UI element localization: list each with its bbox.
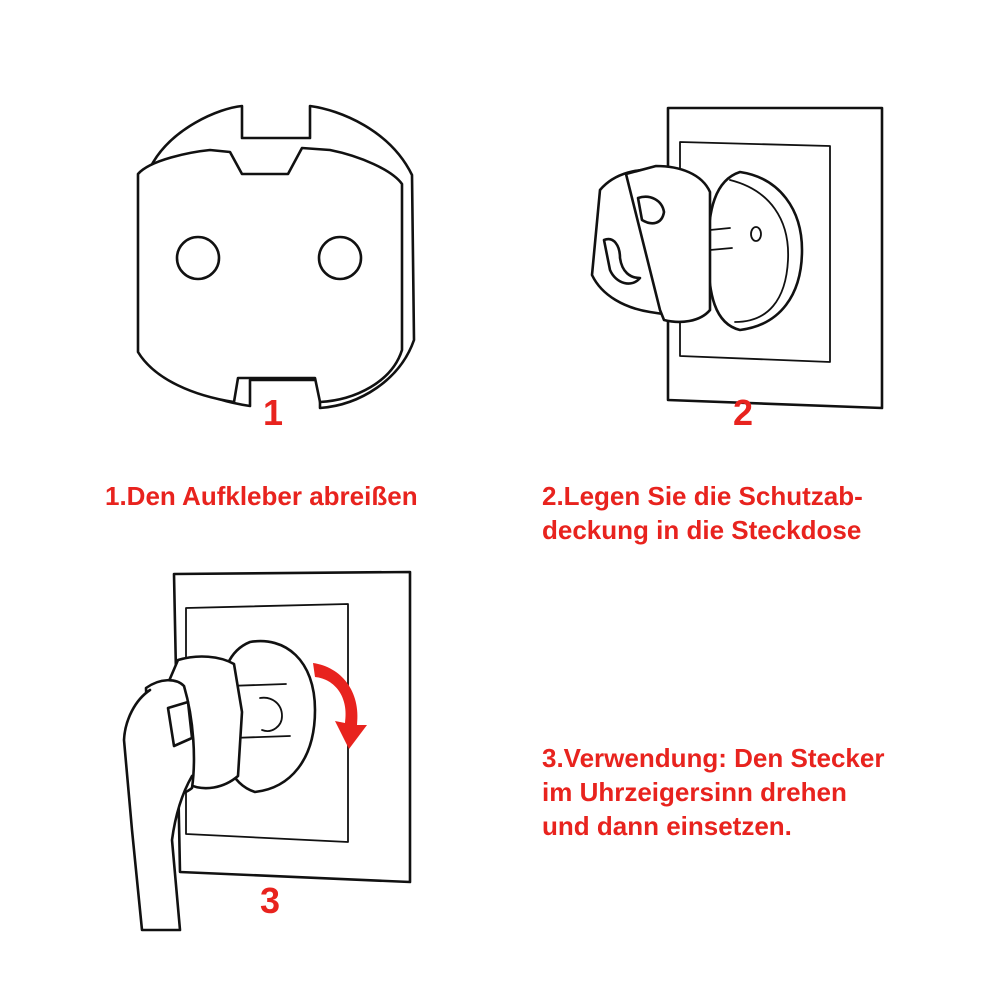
- step-3-caption: 3.Verwendung: Den Stecker im Uhrzeigersi…: [542, 743, 885, 841]
- cover-into-socket-icon: [590, 106, 884, 410]
- step-2-number: 2: [732, 392, 754, 433]
- clockwise-arrow-icon: [313, 663, 367, 749]
- step-1-number: 1: [262, 392, 284, 433]
- socket-cover-icon: [136, 104, 416, 410]
- step-1-caption: 1.Den Aufkleber abreißen: [105, 481, 418, 511]
- step-3-number: 3: [259, 880, 281, 921]
- plug-rotate-icon: [122, 570, 412, 932]
- step-2-caption: 2.Legen Sie die Schutzab- deckung in die…: [542, 481, 863, 545]
